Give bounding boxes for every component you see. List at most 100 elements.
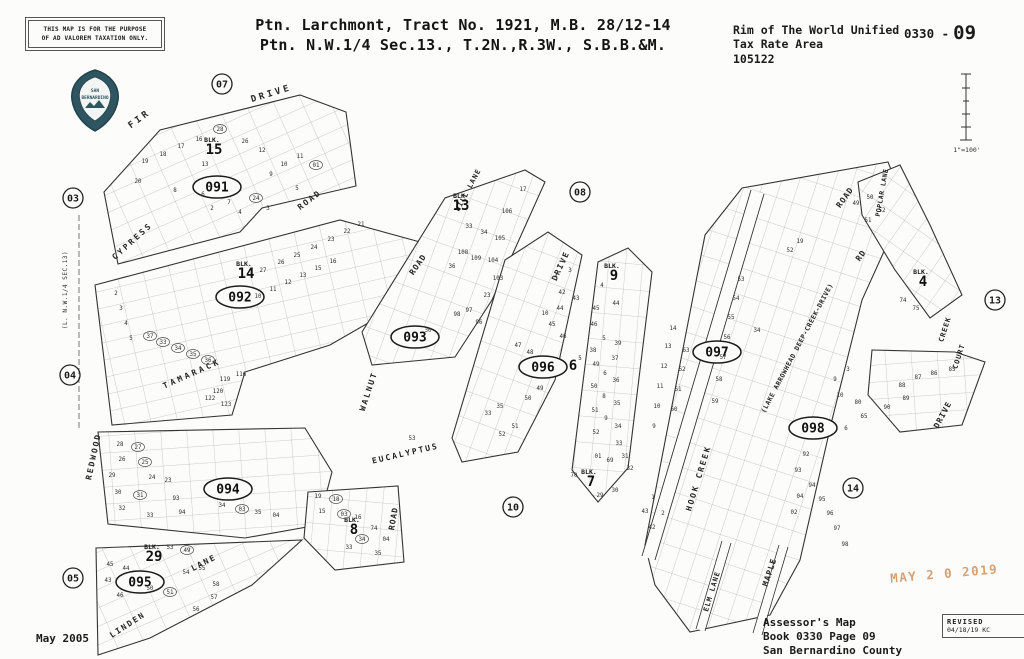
block-number: 15: [206, 142, 223, 158]
parcel-number: 14: [670, 326, 677, 332]
parcel-number: 26: [119, 457, 126, 463]
parcel-number: 59: [712, 399, 719, 405]
parcel-number: 34: [615, 424, 622, 430]
parcel-number: 55: [728, 315, 735, 321]
block-code: 095: [128, 576, 151, 591]
parcel-number: 20: [135, 179, 142, 185]
block-8-outline: [303, 485, 405, 571]
parcel-number: 15: [319, 509, 326, 515]
parcel-number: 4: [238, 210, 242, 216]
revised-label: REVISED: [947, 618, 984, 626]
parcel-number: 12: [285, 280, 292, 286]
parcel-number: 51: [592, 408, 599, 414]
block-prefix: BLK.: [604, 262, 620, 270]
parcel-number: 92: [803, 452, 810, 458]
lot-circle: [309, 160, 323, 170]
parcel-number: 5: [129, 336, 133, 342]
adjacent-page-number: 14: [847, 484, 859, 495]
parcel-number: 53: [409, 436, 416, 442]
block-code-ellipse: [115, 570, 165, 594]
parcel-number: 104: [488, 258, 499, 264]
parcel-number: 36: [613, 378, 620, 384]
parcel-number: 13: [202, 162, 209, 168]
parcel-number: 24: [253, 196, 260, 202]
lot-circle: [186, 349, 200, 359]
parcel-number: 122: [205, 396, 215, 402]
parcel-number: 4: [124, 321, 128, 327]
seal-text-line2: BERNARDINO: [81, 95, 108, 101]
parcel-number: 4: [600, 283, 604, 289]
lot-circle: [156, 337, 170, 347]
block-29-outline: [95, 539, 304, 656]
parcel-number: 75: [913, 306, 920, 312]
parcel-number: 106: [502, 209, 513, 215]
block-number: 4: [919, 274, 927, 290]
parcel-number: 52: [593, 430, 600, 436]
parcel-number: 74: [371, 526, 378, 532]
maple-road: [752, 544, 789, 636]
parcel-number: 69: [607, 458, 614, 464]
parcel-number: 49: [853, 201, 860, 207]
parcel-number: 85: [949, 367, 956, 373]
parcel-number: 55: [199, 566, 206, 572]
parcel-number: 61: [675, 387, 682, 393]
parcel-number: 13: [300, 273, 307, 279]
map-date: May 2005: [36, 632, 89, 645]
parcel-number: 16: [196, 137, 203, 143]
parcel-number: 04: [273, 513, 280, 519]
parcel-number: 49: [537, 386, 544, 392]
parcel-number: 39: [615, 341, 622, 347]
adjacent-page-number: 04: [64, 371, 76, 382]
parcel-number: 34: [359, 537, 366, 543]
parcel-number: 119: [220, 377, 231, 383]
tax-rate-area-block: Rim of The World Unified Tax Rate Area 1…: [733, 23, 899, 66]
block-number: 9: [610, 268, 618, 284]
parcel-number: 4: [554, 274, 558, 280]
lot-circle: [180, 545, 194, 555]
parcel-number: 38: [590, 348, 597, 354]
assessor-line3: San Bernardino County: [763, 643, 903, 657]
parcel-number: 50: [867, 195, 874, 201]
parcel-number: 3: [119, 306, 123, 312]
parcel-number: 98: [842, 542, 849, 548]
parcel-number: 93: [173, 496, 180, 502]
parcel-number: 3: [266, 206, 270, 212]
parcel-number: 11: [270, 287, 277, 293]
parcel-number: 26: [242, 139, 249, 145]
parcel-number: 26: [278, 260, 285, 266]
parcel-number: 53: [738, 277, 745, 283]
block-prefix: BLK.: [204, 136, 220, 144]
parcel-number: 53: [167, 545, 174, 551]
parcel-number: 6: [844, 426, 848, 432]
parcel-number: 96: [827, 511, 834, 517]
map-annotation: (L. N.W.1/4 SEC.13): [62, 251, 69, 329]
lot-circle: [143, 331, 157, 341]
parcel-number: 29: [109, 473, 116, 479]
parcel-number: 12: [661, 364, 668, 370]
parcel-number: 9: [833, 377, 837, 383]
lot-circle: [131, 442, 145, 452]
book-number: 0330 -: [904, 26, 950, 41]
parcel-number: 19: [797, 239, 804, 245]
parcel-number: 23: [165, 478, 172, 484]
block-code: 094: [216, 483, 240, 498]
assessor-map-block: Assessor's Map Book 0330 Page 09 San Ber…: [763, 616, 902, 657]
lot-circle: [171, 343, 185, 353]
page-number: 09: [953, 22, 977, 44]
parcel-number: 95: [819, 497, 826, 503]
parcel-number: 52: [787, 248, 794, 254]
parcel-number: 46: [560, 334, 567, 340]
street-label: FIR: [127, 108, 153, 131]
adjacent-page-number: 07: [216, 80, 228, 91]
parcel-number: 42: [649, 525, 656, 531]
parcel-number: 45: [549, 322, 556, 328]
adjacent-page-circle: [62, 567, 84, 589]
parcel-number: 30: [115, 490, 122, 496]
parcel-number: 32: [119, 506, 126, 512]
parcel-number: 33: [616, 441, 623, 447]
block-14-outline: [94, 219, 421, 426]
elm-lane-road: [695, 540, 732, 632]
parcel-number: 86: [931, 371, 938, 377]
adjacent-page-circle: [62, 187, 84, 209]
